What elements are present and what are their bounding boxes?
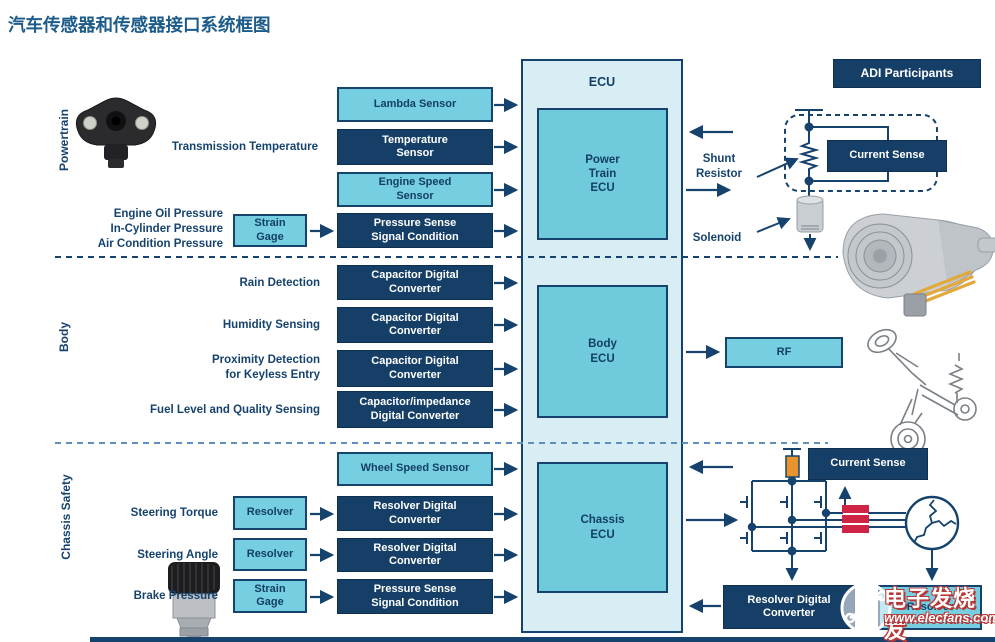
lambda-sensor-box: Lambda Sensor: [337, 87, 493, 122]
shunt-resistor-label: Shunt Resistor: [695, 153, 743, 181]
current-sense-box-bottom: Current Sense: [808, 448, 928, 480]
wheel-speed-sensor-box: Wheel Speed Sensor: [337, 452, 493, 486]
shunt-resistor-icon: [785, 455, 800, 478]
resolver-box-steering-torque: Resolver: [233, 496, 307, 530]
temperature-sensor-box: Temperature Sensor: [337, 129, 493, 165]
transmission-temperature-label: Transmission Temperature: [171, 141, 318, 153]
strain-gage-box-powertrain: Strain Gage: [233, 214, 307, 247]
shunt-circuit: [756, 109, 938, 251]
powertrain-ecu-box: Power Train ECU: [537, 108, 668, 240]
watermark-url: www.elecfans.com: [884, 610, 995, 625]
resolver-box-steering-angle: Resolver: [233, 538, 307, 571]
rf-box: RF: [725, 337, 843, 368]
pressure-sense-box-powertrain: Pressure Sense Signal Condition: [337, 213, 493, 248]
strain-gage-box-chassis: Strain Gage: [233, 579, 307, 613]
fuel-level-label: Fuel Level and Quality Sensing: [150, 404, 320, 416]
steering-torque-label: Steering Torque: [130, 507, 218, 519]
watermark-name: 电子发烧友: [884, 586, 977, 642]
motor-icon: [904, 495, 960, 551]
proximity-detection-label: Proximity Detection for Keyless Entry: [212, 354, 320, 382]
capacitor-digital-converter-box-2: Capacitor Digital Converter: [337, 307, 493, 343]
capacitor-digital-converter-box-3: Capacitor Digital Converter: [337, 350, 493, 387]
chassis-ecu-box: Chassis ECU: [537, 462, 668, 593]
solenoid-label: Solenoid: [692, 232, 742, 244]
transmission-illustration: [842, 213, 995, 317]
resolver-digital-converter-box-right: Resolver Digital Converter: [723, 585, 855, 629]
page-title: 汽车传感器和传感器接口系统框图: [8, 15, 271, 35]
pressure-sources-label: Engine Oil Pressure In-Cylinder Pressure…: [97, 208, 223, 251]
ecu-right-arrows: [686, 124, 739, 614]
engine-speed-sensor-box: Engine Speed Sensor: [337, 172, 493, 207]
body-ecu-box: Body ECU: [537, 285, 668, 418]
powertrain-section-label: Powertrain: [57, 108, 71, 172]
resolver-box-right: Resolver: [878, 585, 982, 630]
brake-pressure-sensor-photo: [168, 562, 220, 642]
brake-pressure-label: Brake Pressure: [133, 590, 218, 602]
bridge-circuit: [740, 448, 939, 581]
pressure-sense-box-chassis: Pressure Sense Signal Condition: [337, 579, 493, 614]
steering-angle-label: Steering Angle: [137, 549, 218, 561]
ecu-header: ECU: [588, 75, 616, 90]
suspension-illustration: [867, 328, 977, 457]
body-section-label: Body: [57, 322, 71, 352]
solenoid-icon: [796, 195, 824, 233]
adi-participants-badge: ADI Participants: [833, 59, 981, 88]
resolver-digital-converter-box-2: Resolver Digital Converter: [337, 538, 493, 572]
humidity-sensing-label: Humidity Sensing: [222, 319, 320, 331]
rain-detection-label: Rain Detection: [239, 277, 320, 289]
resolver-digital-converter-box-1: Resolver Digital Converter: [337, 496, 493, 531]
red-connector-icon: [842, 505, 869, 533]
capacitor-impedance-converter-box: Capacitor/impedance Digital Converter: [337, 391, 493, 428]
elecfans-logo-icon: [840, 582, 892, 634]
bottom-bar: [90, 637, 995, 642]
throttle-position-sensor-photo: [75, 97, 157, 168]
converter-to-ecu-arrows: [310, 97, 519, 605]
capacitor-digital-converter-box-1: Capacitor Digital Converter: [337, 265, 493, 300]
current-sense-box-top: Current Sense: [827, 140, 947, 172]
